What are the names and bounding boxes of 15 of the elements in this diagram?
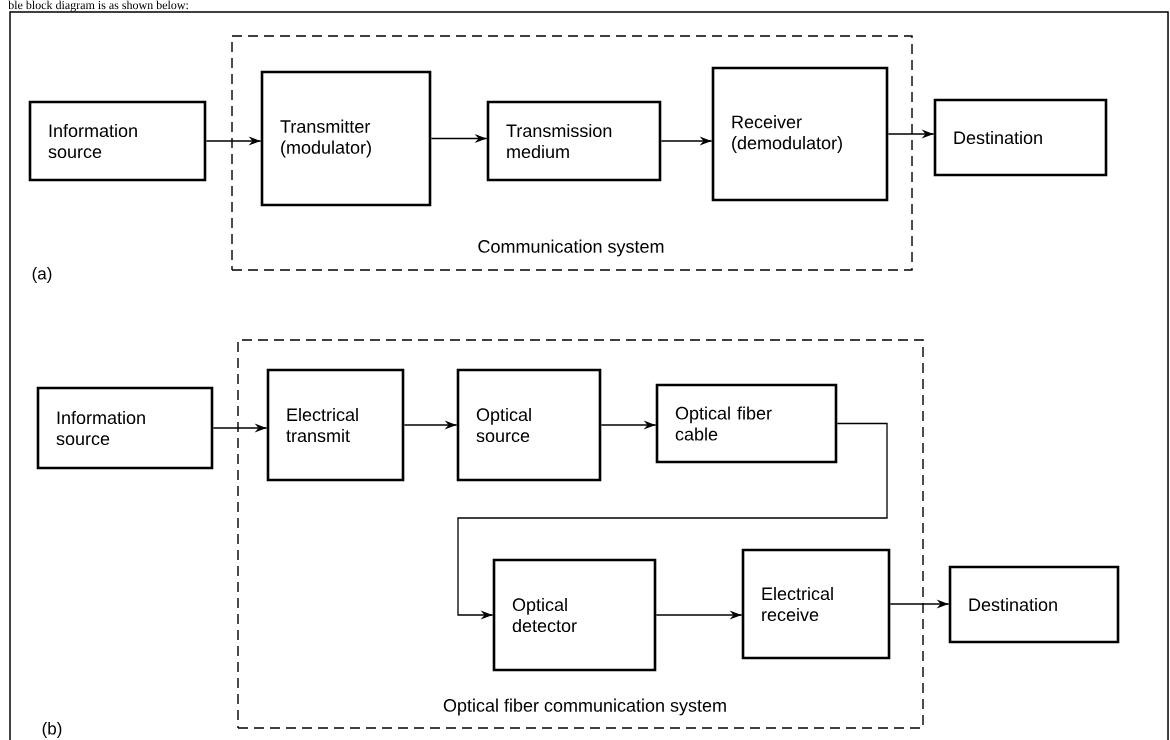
block-box: Transmitter (modulator): [260, 70, 432, 207]
panel-label: (a): [32, 267, 52, 283]
intro-text: ble block diagram is as shown below:: [8, 0, 188, 12]
block-box: Destination: [933, 98, 1108, 177]
block-box: Receiver (demodulator): [711, 66, 889, 202]
block-box: Information source: [28, 100, 207, 182]
block-box: Transmission medium: [486, 100, 662, 182]
block-box: Optical source: [456, 368, 602, 482]
block-box: Optical detector: [492, 558, 657, 672]
block-box: Electrical receive: [741, 548, 891, 660]
block-box: Destination: [948, 565, 1120, 644]
block-box: Electrical transmit: [266, 368, 405, 482]
block-box: Optical fiber cable: [655, 383, 838, 464]
panel-label: (b): [42, 722, 62, 738]
block-box: Information source: [36, 386, 214, 470]
